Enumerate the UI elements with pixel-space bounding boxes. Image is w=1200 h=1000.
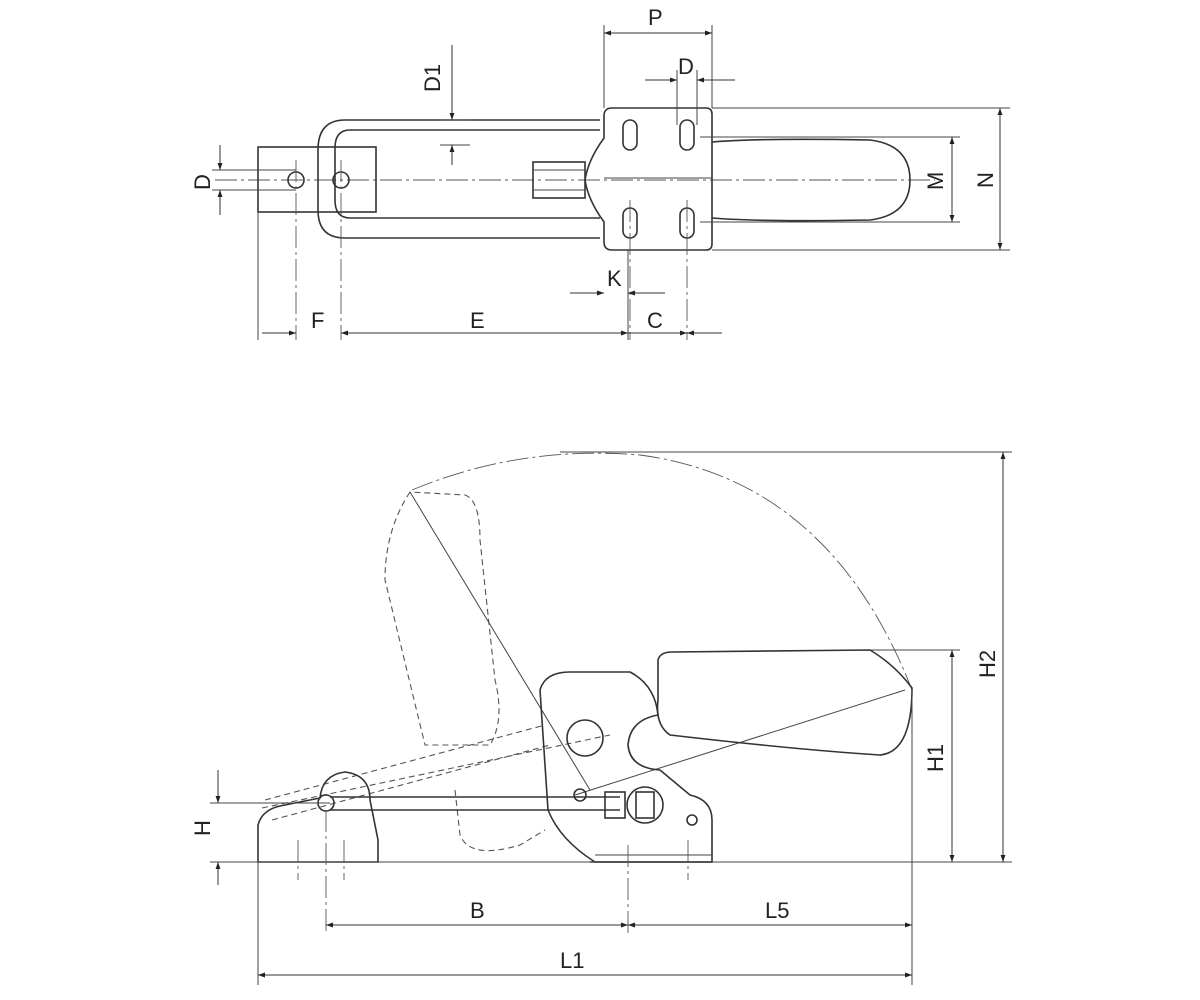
handle — [711, 138, 911, 222]
draw-bar — [330, 796, 620, 811]
dim-label-d-left: D — [190, 174, 215, 190]
handle — [656, 649, 913, 756]
strap-outer — [317, 119, 600, 239]
dim-label-l5: L5 — [765, 898, 789, 923]
dim-label-f: F — [311, 308, 324, 333]
dim-label-m: M — [923, 172, 948, 190]
open-handle-ghost — [384, 491, 500, 746]
dim-label-d1: D1 — [420, 64, 445, 92]
dim-label-d-top: D — [678, 54, 694, 79]
dim-label-b: B — [470, 898, 485, 923]
pivot-hole — [566, 719, 604, 757]
side-view: H H1 H2 B L5 L1 — [190, 451, 1012, 985]
hook — [257, 771, 379, 863]
hook-block — [257, 146, 377, 213]
clamp-body — [539, 671, 713, 863]
mounting-slots — [622, 119, 695, 239]
dim-label-l1: L1 — [560, 948, 584, 973]
dim-label-e: E — [470, 308, 485, 333]
strap-inner — [334, 129, 600, 219]
dim-label-k: K — [607, 266, 622, 291]
top-view: P D D1 D M N K F E C — [190, 5, 1010, 340]
dim-label-p: P — [648, 5, 663, 30]
dim-label-h2: H2 — [975, 650, 1000, 678]
base-plate — [584, 107, 713, 251]
adjusting-nut — [626, 786, 664, 824]
dim-label-c: C — [647, 308, 663, 333]
dim-label-h: H — [190, 820, 215, 836]
handle-swing-arc — [411, 452, 913, 691]
dim-label-n: N — [973, 172, 998, 188]
dim-label-h1: H1 — [923, 744, 948, 772]
